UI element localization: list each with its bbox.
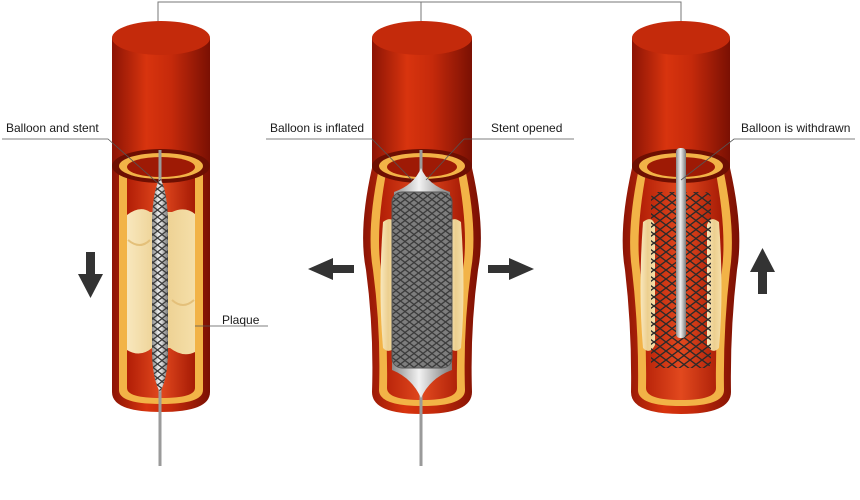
label-balloon-and-stent: Balloon and stent xyxy=(6,121,99,135)
label-balloon-inflated: Balloon is inflated xyxy=(270,121,365,135)
withdrawn-catheter xyxy=(676,148,686,338)
artery-step-3 xyxy=(622,21,740,414)
label-stent-opened: Stent opened xyxy=(491,121,563,135)
arrow-down-icon xyxy=(78,252,103,298)
label-balloon-withdrawn: Balloon is withdrawn xyxy=(741,121,851,135)
artery-step-1 xyxy=(112,21,210,466)
artery-step-2 xyxy=(363,21,481,466)
arrow-left-icon xyxy=(308,258,354,280)
arrow-right-icon xyxy=(488,258,534,280)
label-plaque: Plaque xyxy=(222,313,260,327)
leader-lines xyxy=(2,138,855,327)
arrow-up-icon xyxy=(750,248,775,294)
